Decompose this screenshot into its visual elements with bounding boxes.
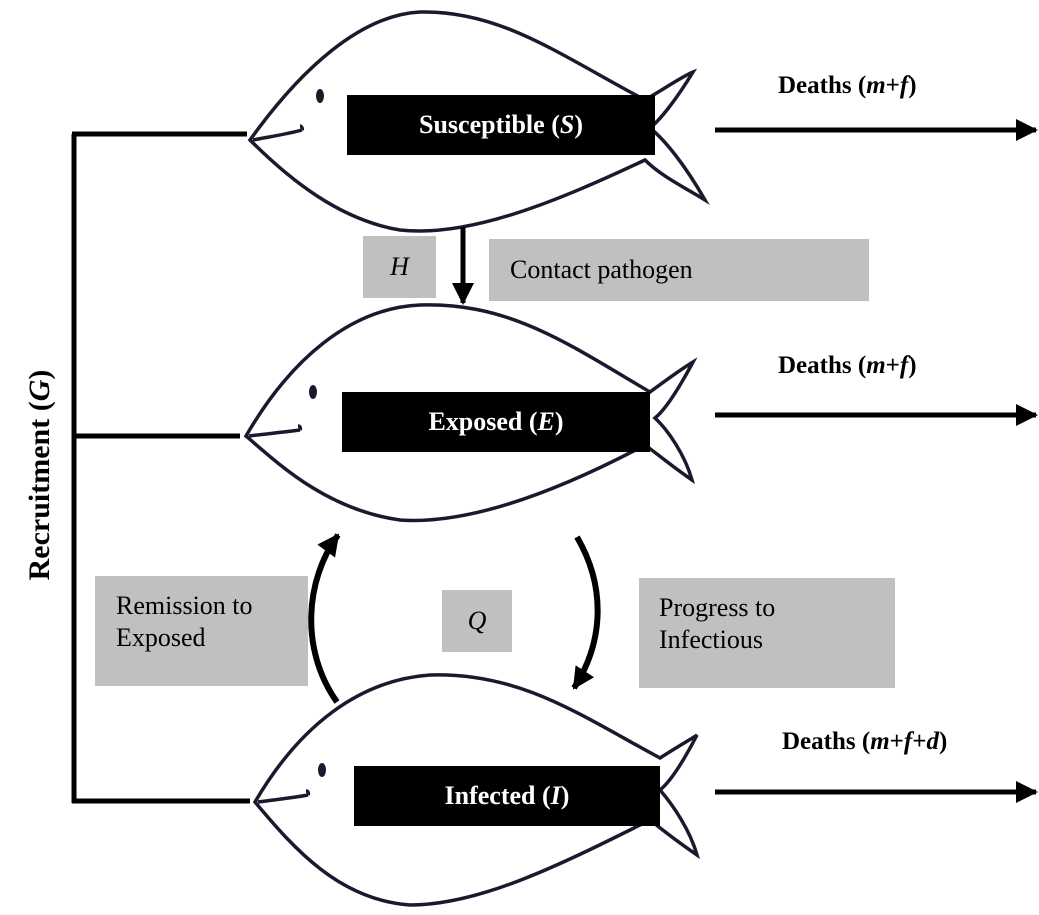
rate-f: f [903, 728, 913, 755]
susceptible-name: Susceptible [419, 110, 545, 139]
plus-sign: + [885, 72, 900, 99]
rate-f: f [899, 72, 909, 99]
recruitment-bracket [71, 131, 250, 804]
plus-sign: + [889, 728, 904, 755]
rate-m: m [866, 72, 886, 99]
progress-line2: Infectious [659, 624, 763, 654]
infected-symbol: I [550, 781, 561, 810]
remission-box: Remission to Exposed [95, 576, 308, 686]
deaths-text: Deaths [782, 728, 856, 755]
progress-box: Progress to Infectious [639, 578, 895, 688]
recruitment-text: Recruitment [23, 418, 56, 581]
remission-line1: Remission to [116, 591, 253, 620]
remission-line2: Exposed [116, 622, 206, 652]
infected-name: Infected [444, 781, 536, 810]
deaths-label-susceptible: Deaths (m+f) [778, 72, 917, 99]
deaths-text: Deaths [778, 352, 852, 379]
cycle-symbol-box: Q [442, 590, 512, 652]
contact-symbol: H [390, 252, 409, 282]
recruitment-label: Recruitment (G) [23, 369, 56, 581]
deaths-text: Deaths [778, 72, 852, 99]
plus-sign: + [912, 728, 927, 755]
infected-label: Infected (I) [354, 766, 660, 826]
rate-m: m [870, 728, 890, 755]
contact-pathogen-box: Contact pathogen [489, 239, 869, 301]
fish-exposed [243, 303, 698, 523]
rate-d: d [926, 728, 939, 755]
exposed-symbol: E [537, 407, 555, 436]
rate-m: m [866, 352, 886, 379]
exposed-label: Exposed (E) [342, 392, 650, 452]
rate-f: f [899, 352, 909, 379]
deaths-label-exposed: Deaths (m+f) [778, 352, 917, 379]
susceptible-symbol: S [559, 110, 575, 139]
progress-line1: Progress to [659, 593, 776, 622]
cycle-symbol: Q [467, 606, 487, 636]
fish-infected [252, 673, 700, 907]
progress-arrow [571, 535, 601, 690]
recruitment-symbol: G [23, 379, 56, 402]
susceptible-label: Susceptible (S) [347, 95, 655, 155]
contact-pathogen-text: Contact pathogen [510, 255, 693, 285]
plus-sign: + [885, 352, 900, 379]
remission-arrow [308, 533, 341, 704]
contact-symbol-box: H [363, 236, 436, 298]
deaths-label-infected: Deaths (m+f+d) [782, 728, 948, 755]
exposed-name: Exposed [428, 407, 523, 436]
